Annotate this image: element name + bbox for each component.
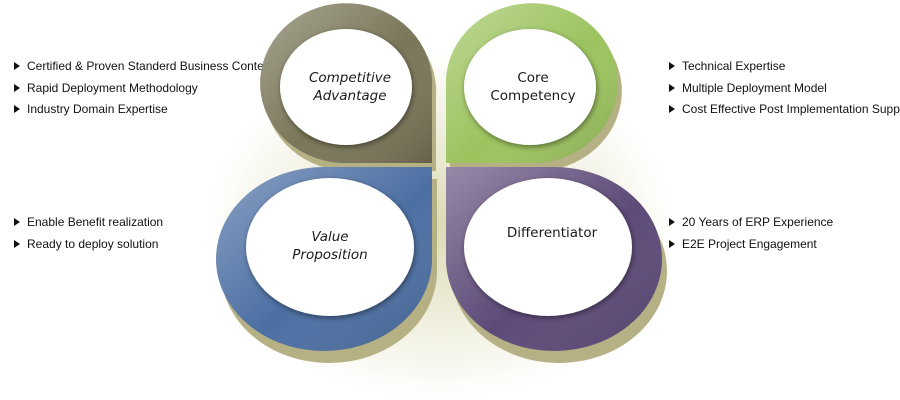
bullet-arrow-icon — [14, 83, 20, 92]
petal-circle — [280, 29, 412, 145]
petal-title-line: Value — [311, 229, 348, 245]
petal-value-proposition: Value Proposition — [216, 166, 437, 363]
petal-competitive-advantage: Competitive Advantage — [260, 3, 437, 172]
value-proposition-bullet-list: Enable Benefit realization Ready to depl… — [14, 215, 163, 258]
petal-circle — [464, 178, 632, 316]
petal-title-line: Core — [517, 70, 548, 86]
petal-title-line: Competency — [490, 88, 575, 104]
bullet-arrow-icon — [14, 62, 20, 70]
competitive-advantage-bullet-list: Certified & Proven Standerd Business Con… — [14, 59, 274, 124]
list-item: Ready to deploy solution — [14, 237, 163, 259]
list-item: Cost Effective Post Implementation Suppo… — [669, 102, 900, 124]
bullet-arrow-icon — [669, 62, 675, 70]
list-item: Certified & Proven Standerd Business Con… — [14, 59, 274, 81]
list-item: Enable Benefit realization — [14, 215, 163, 237]
petal-differentiator: Differentiator — [446, 166, 667, 363]
bullet-arrow-icon — [14, 218, 20, 226]
petal-title-line: Differentiator — [507, 225, 598, 241]
core-competency-bullet-list: Technical Expertise Multiple Deployment … — [669, 59, 900, 124]
petal-core-competency: Core Competency — [445, 3, 622, 172]
petal-circle — [464, 29, 596, 145]
petal-title-line: Competitive — [309, 70, 391, 86]
petal-circle — [246, 178, 414, 316]
list-item: Multiple Deployment Model — [669, 81, 900, 103]
petal-title-line: Proposition — [292, 247, 367, 263]
list-item: Rapid Deployment Methodology — [14, 81, 274, 103]
list-item: Technical Expertise — [669, 59, 900, 81]
bullet-arrow-icon — [669, 105, 675, 113]
bullet-arrow-icon — [14, 105, 20, 113]
list-item: Industry Domain Expertise — [14, 102, 274, 124]
petal-title-line: Advantage — [312, 88, 386, 104]
bullet-arrow-icon — [669, 83, 675, 92]
bullet-arrow-icon — [14, 239, 20, 248]
